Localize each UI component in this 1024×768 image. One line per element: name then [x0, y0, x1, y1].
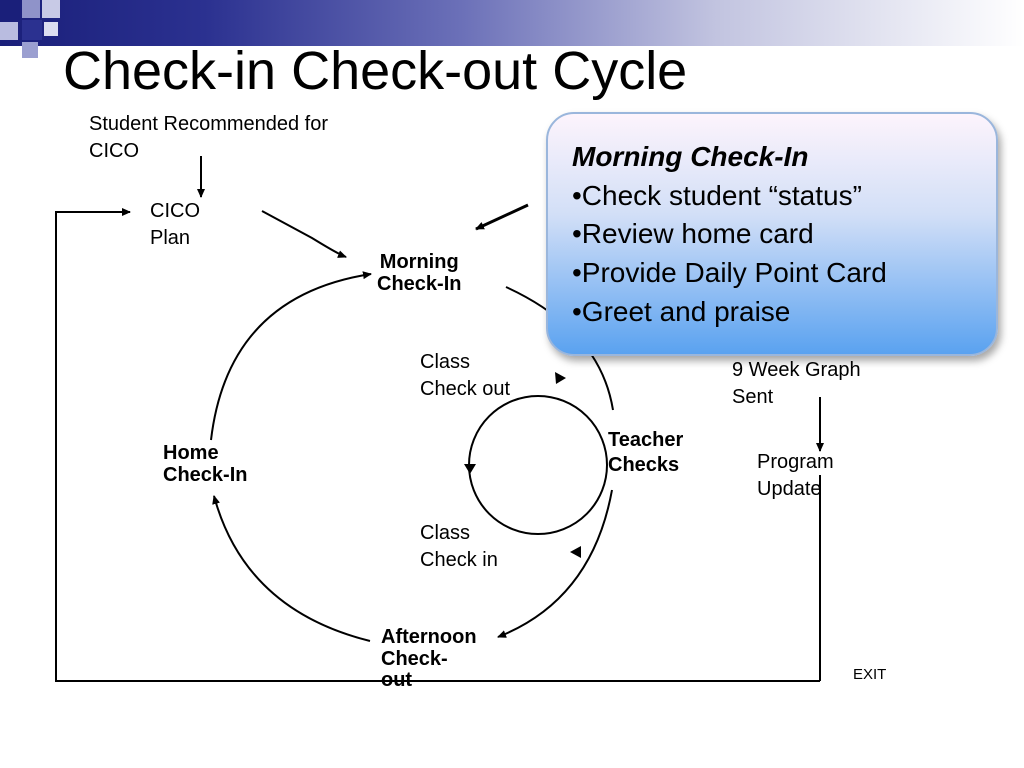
- callout-pointer-arrow: [475, 203, 529, 231]
- corner-squares-decoration: [0, 0, 80, 60]
- morning-checkin-callout: Morning Check-In •Check student “status”…: [546, 112, 998, 356]
- callout-item: •Greet and praise: [572, 295, 791, 327]
- class-cycle-arrowhead-top: [555, 372, 566, 384]
- cycle-arc-home-to-morning: [210, 271, 372, 441]
- plan-to-morning-arrow: [261, 210, 347, 258]
- callout-heading: Morning Check-In: [572, 141, 809, 172]
- cycle-arc-teacher-to-afternoon: [497, 489, 613, 638]
- callout-item: •Provide Daily Point Card: [572, 256, 887, 288]
- class-cycle-arrowhead-bottom: [570, 546, 581, 558]
- callout-list: •Check student “status” •Review home car…: [572, 177, 974, 332]
- class-cycle-circle: [468, 395, 608, 535]
- callout-item: •Check student “status”: [572, 179, 862, 211]
- slide-title: Check-in Check-out Cycle: [63, 41, 688, 101]
- exit-label: EXIT: [853, 666, 887, 683]
- class-cycle-arrowhead-left: [464, 464, 476, 474]
- cycle-arc-afternoon-to-home: [212, 495, 371, 642]
- feedback-loop-line: [55, 208, 820, 682]
- header-gradient-bar: [0, 0, 1024, 46]
- callout-item: •Review home card: [572, 218, 814, 250]
